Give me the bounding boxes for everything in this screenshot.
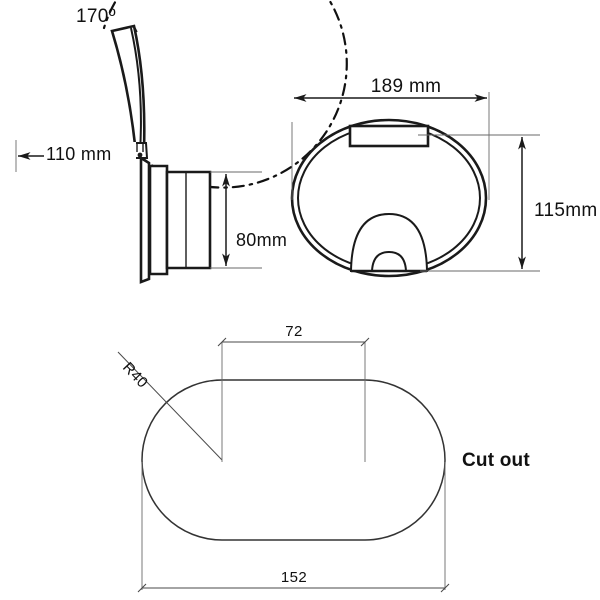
view-side: 170º 110 mm 80mm — [15, 0, 348, 284]
dim-lid-reach-text: 110 mm — [46, 144, 112, 164]
view-cutout: R40 72 152 Cut out — [117, 318, 530, 593]
dim-lid-angle-text: 170º — [76, 6, 116, 27]
dim-cutout-overall-width-text: 152 — [281, 569, 307, 586]
dim-lid-reach: 110 mm — [15, 140, 136, 172]
dim-body-depth: 80mm — [210, 171, 287, 269]
front-bottom-arches — [349, 212, 429, 273]
view-front: 189 mm 115mm — [290, 72, 597, 278]
dim-cutout-inner-span: 72 — [217, 318, 370, 462]
dim-front-width: 189 mm — [291, 72, 490, 200]
dim-cutout-overall-width: 152 — [137, 462, 450, 593]
cutout-outline — [141, 379, 446, 541]
dim-front-width-text: 189 mm — [371, 76, 441, 97]
dim-cutout-inner-span-text: 72 — [285, 323, 303, 340]
front-top-tab — [348, 124, 430, 148]
cutout-label: Cut out — [462, 450, 530, 471]
dim-front-height: 115mm — [418, 134, 597, 272]
dim-lid-angle: 170º — [76, 6, 116, 27]
dim-front-height-text: 115mm — [534, 200, 597, 221]
dim-body-depth-text: 80mm — [236, 230, 287, 250]
body-side-outline — [139, 155, 212, 284]
